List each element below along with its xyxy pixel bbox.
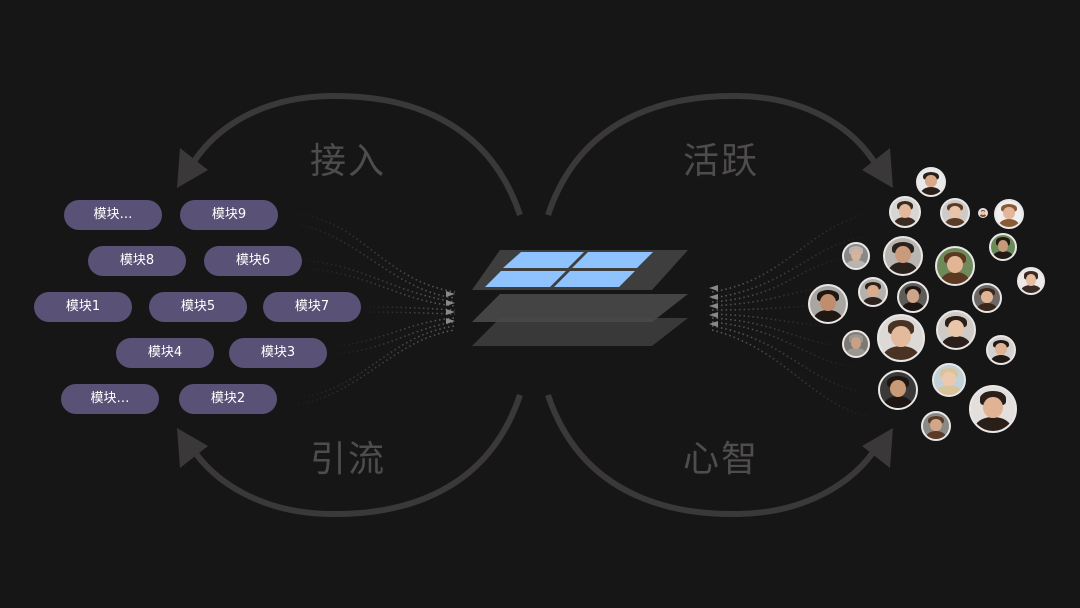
avatar[interactable] <box>978 208 988 218</box>
platform-tile-3 <box>485 271 566 287</box>
right-lower-arc <box>545 394 881 518</box>
module-pill[interactable]: 模块9 <box>180 200 278 230</box>
avatar[interactable] <box>969 385 1017 433</box>
avatar[interactable] <box>986 335 1016 365</box>
stage-label-access: 接入 <box>310 141 387 182</box>
stage-label-mindshare: 心智 <box>683 439 760 480</box>
module-pill[interactable]: 模块4 <box>116 338 214 368</box>
platform-tile-1 <box>503 252 584 268</box>
left-lower-arrowhead <box>177 428 208 468</box>
left-lower-arc <box>187 394 523 518</box>
module-pill[interactable]: 模块2 <box>179 384 277 414</box>
stage-label-active: 活跃 <box>683 141 760 182</box>
right-flow-arrowheads <box>709 285 718 327</box>
module-pill[interactable]: 模块5 <box>149 292 247 322</box>
platform-layer-middle <box>472 294 688 322</box>
left-flow-arrowheads <box>446 291 455 324</box>
module-pill[interactable]: 模块1 <box>34 292 132 322</box>
avatar[interactable] <box>916 167 946 197</box>
right-upper-arc <box>545 92 881 216</box>
avatar[interactable] <box>921 411 951 441</box>
platform-stack <box>472 250 688 346</box>
left-flow-lines <box>284 213 456 407</box>
stage-label-traffic: 引流 <box>310 439 387 480</box>
avatar[interactable] <box>932 363 966 397</box>
avatar[interactable] <box>940 198 970 228</box>
platform-tile-2 <box>572 252 653 268</box>
platform-layer-bottom <box>472 318 688 346</box>
left-upper-arc <box>187 92 523 216</box>
avatar[interactable] <box>858 277 888 307</box>
avatar[interactable] <box>1017 267 1045 295</box>
avatar[interactable] <box>936 310 976 350</box>
avatar[interactable] <box>889 196 921 228</box>
module-pill[interactable]: 模块3 <box>229 338 327 368</box>
avatar[interactable] <box>842 330 870 358</box>
right-lower-arrowhead <box>862 428 893 468</box>
avatar[interactable] <box>878 370 918 410</box>
avatar[interactable] <box>935 246 975 286</box>
avatar[interactable] <box>994 199 1024 229</box>
module-pill[interactable]: 模块… <box>61 384 159 414</box>
module-pill[interactable]: 模块7 <box>263 292 361 322</box>
avatar[interactable] <box>883 236 923 276</box>
left-upper-arrowhead <box>177 148 208 188</box>
avatar[interactable] <box>842 242 870 270</box>
right-upper-arrowhead <box>862 148 893 188</box>
module-pill[interactable]: 模块… <box>64 200 162 230</box>
avatar[interactable] <box>877 314 925 362</box>
platform-tile-4 <box>554 271 635 287</box>
avatar[interactable] <box>897 281 929 313</box>
avatar[interactable] <box>989 233 1017 261</box>
module-pill[interactable]: 模块6 <box>204 246 302 276</box>
avatar[interactable] <box>972 283 1002 313</box>
module-pill[interactable]: 模块8 <box>88 246 186 276</box>
avatar[interactable] <box>808 284 848 324</box>
